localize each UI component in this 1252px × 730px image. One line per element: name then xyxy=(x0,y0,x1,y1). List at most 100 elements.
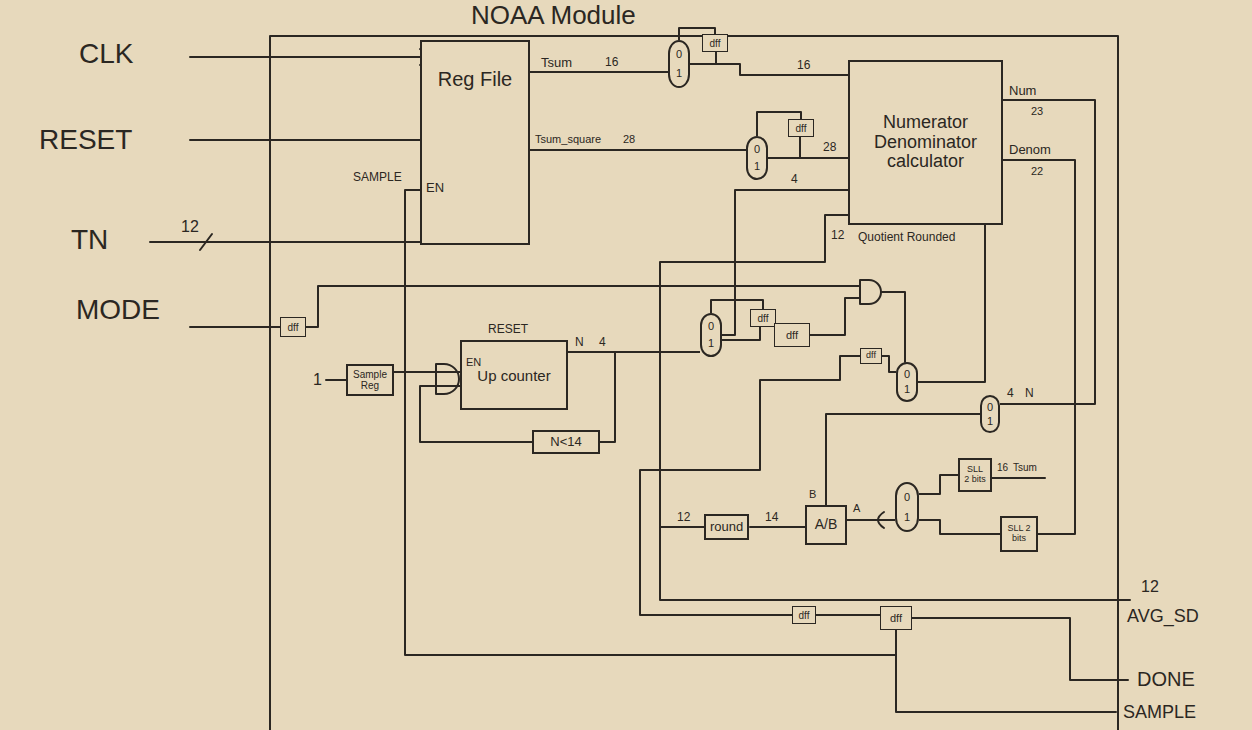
label-anchor: 16 xyxy=(604,55,619,70)
and-gate xyxy=(860,280,881,304)
signal-wire xyxy=(568,352,615,442)
label-anchor: 22 xyxy=(1030,165,1044,178)
dff-box: dff xyxy=(788,119,814,137)
signal-name: Tsum_square xyxy=(534,133,602,146)
label-anchor: 28 xyxy=(822,140,837,155)
mux-shape: 01 xyxy=(895,482,919,532)
label-anchor: A xyxy=(852,502,861,515)
sample-out-wire xyxy=(896,655,1116,712)
pin-name: SAMPLE xyxy=(1122,702,1197,723)
pin-name: CLK xyxy=(78,38,134,70)
signal-wire xyxy=(530,71,668,73)
and-gate xyxy=(436,364,459,394)
node-text: dff xyxy=(799,610,810,621)
dff-box: dff xyxy=(792,606,816,624)
bus-width: 4 xyxy=(598,336,607,350)
label-anchor: 4 xyxy=(598,335,607,350)
label-anchor: 16 xyxy=(996,462,1009,474)
constant-value: 1 xyxy=(312,371,323,389)
sample-register: Sample Reg xyxy=(346,364,394,396)
label-anchor: 23 xyxy=(1030,105,1044,118)
diagram-title: NOAA Module xyxy=(470,1,637,31)
dff-box: dff xyxy=(702,34,728,52)
node-text: 1 xyxy=(754,160,760,172)
signal-wire xyxy=(919,475,958,494)
label-anchor: RESET xyxy=(38,124,133,156)
divider-box: A/B xyxy=(805,505,847,545)
node-text: SLL 2 bits xyxy=(964,465,986,485)
node-text: round xyxy=(710,520,743,534)
signal-name: SAMPLE xyxy=(352,171,403,185)
signal-wire xyxy=(690,64,848,75)
bus-width: 4 xyxy=(1006,387,1015,401)
mux-shape: 01 xyxy=(668,40,690,88)
signal-wire xyxy=(918,225,985,382)
node-text: dff xyxy=(786,329,798,341)
signal-wire xyxy=(749,526,805,528)
node-text: dff xyxy=(890,612,902,624)
label-anchor: DONE xyxy=(1136,668,1196,691)
label-anchor: 4 xyxy=(1006,386,1015,401)
node-text: 0 xyxy=(904,491,910,503)
signal-name: Num xyxy=(1008,84,1037,99)
node-text: Sample Reg xyxy=(352,369,388,391)
label-anchor: N xyxy=(574,335,585,350)
label-anchor: 12 xyxy=(1140,578,1160,596)
signal-name: RESET xyxy=(487,323,529,337)
bus-width: 16 xyxy=(796,59,811,73)
done-wire xyxy=(912,618,1128,680)
signal-name: Denom xyxy=(1008,143,1052,158)
bus-width: 12 xyxy=(1140,578,1160,596)
signal-name: N xyxy=(574,336,585,350)
label-anchor: SAMPLE xyxy=(352,170,403,185)
bus-slash xyxy=(200,234,212,250)
signal-name: Tsum xyxy=(540,56,573,71)
label-anchor: Tsum_square xyxy=(534,133,602,146)
node-text: N<14 xyxy=(550,435,581,449)
bus-width: 12 xyxy=(830,229,845,243)
signal-wire xyxy=(919,520,1000,534)
constant-wire xyxy=(326,379,346,381)
bus-width: 22 xyxy=(1030,165,1044,178)
pin-name: MODE xyxy=(75,294,161,326)
signal-wire xyxy=(530,149,746,151)
signal-wire xyxy=(394,371,460,373)
bus-width: 28 xyxy=(822,141,837,155)
label-anchor: B xyxy=(808,488,817,501)
label-anchor: N xyxy=(1024,386,1035,401)
tn-bus xyxy=(150,241,420,243)
dff-box: dff xyxy=(774,323,810,347)
signal-wire xyxy=(768,137,800,158)
dff-box: dff xyxy=(750,309,776,327)
node-text: Reg File xyxy=(438,68,512,90)
label-anchor: 12 xyxy=(676,510,691,525)
pin-name: RESET xyxy=(38,124,133,156)
tsum-shift-wire xyxy=(992,477,1045,479)
round-box: round xyxy=(704,514,749,540)
node-text: EN xyxy=(466,356,481,368)
label-anchor: Denom xyxy=(1008,142,1052,158)
node-text: dff xyxy=(758,313,769,324)
node-text: dff xyxy=(866,351,876,361)
sample-wire xyxy=(405,190,896,655)
dff-box: dff xyxy=(880,606,912,630)
mux-shape: 01 xyxy=(980,395,1000,433)
label-anchor: 12 xyxy=(830,228,845,243)
node-text: Up counter xyxy=(477,368,550,385)
node-text: dff xyxy=(288,322,299,333)
bus-width: 23 xyxy=(1030,105,1044,118)
signal-wire xyxy=(768,157,848,159)
node-text: 0 xyxy=(676,48,682,60)
bus-width: 14 xyxy=(764,511,779,525)
pin-name: AVG_SD xyxy=(1126,606,1200,627)
dff-gate-wire xyxy=(810,298,860,335)
dff-box: dff xyxy=(280,317,306,337)
label-anchor: 12 xyxy=(180,218,200,236)
node-text: A/B xyxy=(815,517,838,532)
mode-wire xyxy=(190,326,280,328)
node-text: dff xyxy=(710,38,721,49)
label-anchor: MODE xyxy=(75,294,161,326)
node-text: 1 xyxy=(987,415,993,427)
